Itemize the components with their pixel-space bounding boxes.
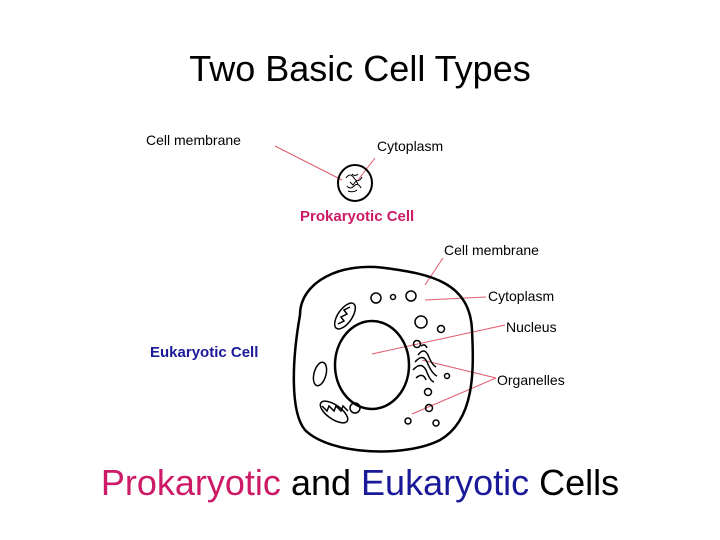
nucleus-shape <box>333 319 411 411</box>
leader-line-eukaryote-cytoplasm <box>424 296 487 301</box>
leader-line-organelles-2 <box>411 377 497 415</box>
mitochondria <box>319 302 357 424</box>
eukaryotic-cell-drawing <box>292 265 475 453</box>
golgi-apparatus <box>412 344 438 383</box>
footer-word-eukaryotic: Eukaryotic <box>361 462 530 503</box>
eukaryote-organelles-label: Organelles <box>497 372 565 388</box>
leader-line-organelles-1 <box>421 359 497 379</box>
leader-line-eukaryote-membrane <box>424 257 444 286</box>
cell-membrane-outline <box>292 265 475 453</box>
footer-heading: Prokaryotic and Eukaryotic Cells <box>0 462 720 504</box>
eukaryote-cytoplasm-label: Cytoplasm <box>488 288 555 304</box>
leader-line-eukaryote-nucleus <box>371 324 506 355</box>
page-title: Two Basic Cell Types <box>189 48 531 89</box>
leader-line-prokaryote-membrane <box>274 145 343 181</box>
eukaryotic-cell-label: Eukaryotic Cell <box>150 344 259 361</box>
leader-lines <box>274 145 506 415</box>
footer-word-and: and <box>290 462 352 503</box>
eukaryote-membrane-label: Cell membrane <box>444 242 539 258</box>
prokaryotic-cell-label: Prokaryotic Cell <box>300 208 415 225</box>
prokaryote-membrane-label: Cell membrane <box>146 132 241 148</box>
footer-word-cells: Cells <box>539 462 620 503</box>
eukaryote-nucleus-label: Nucleus <box>506 319 557 335</box>
vesicles <box>349 290 451 427</box>
prokaryote-cytoplasm-label: Cytoplasm <box>377 138 444 154</box>
footer-word-prokaryotic: Prokaryotic <box>100 462 281 503</box>
prokaryotic-cell-drawing <box>337 164 373 202</box>
